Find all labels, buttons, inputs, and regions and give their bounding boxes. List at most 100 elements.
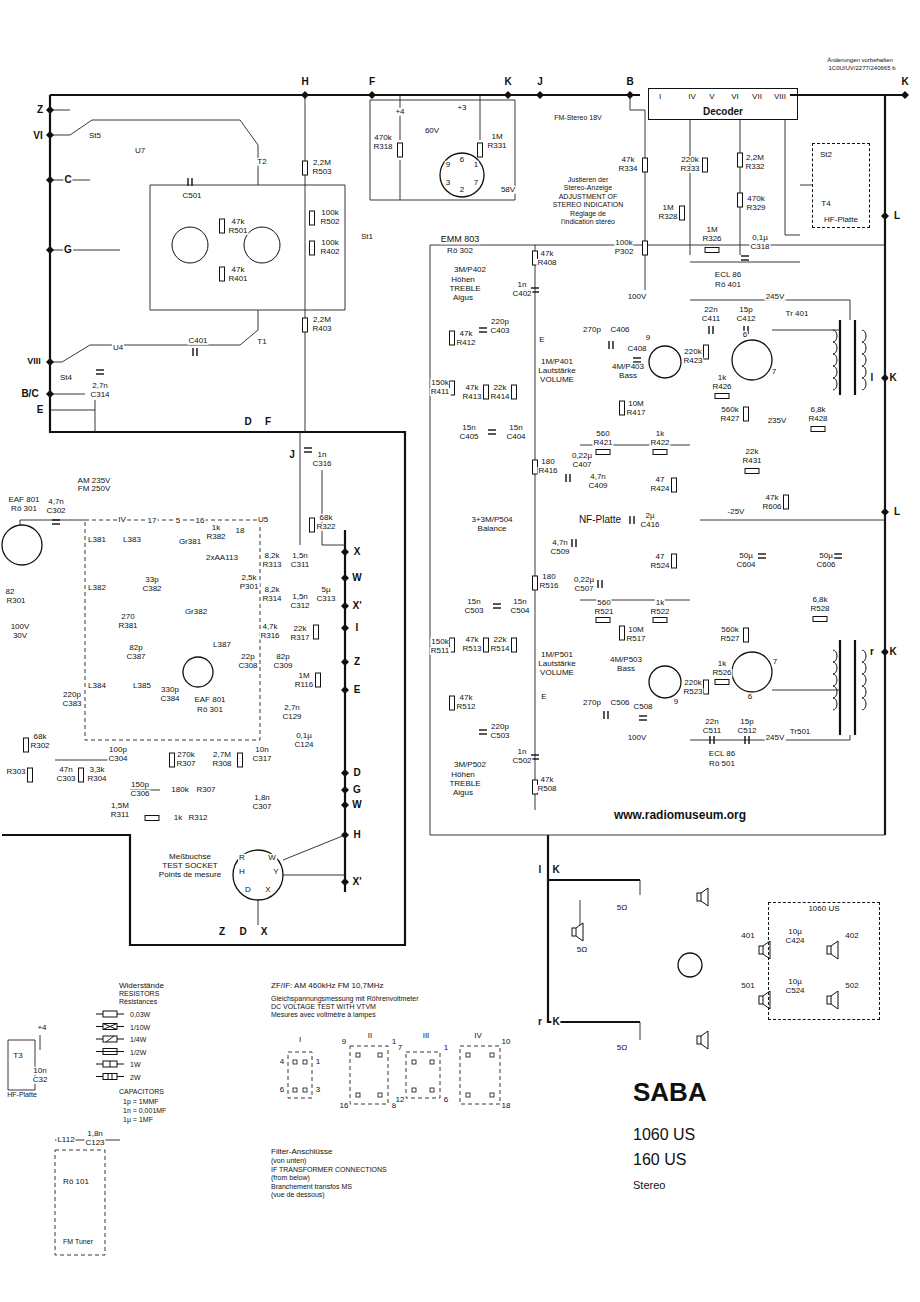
component-label: TREBLE [448, 780, 481, 788]
component-label: 560 [596, 599, 611, 607]
component-label: Points de mesure [158, 871, 222, 879]
component-label: C501 [181, 192, 202, 200]
component-label: 4,7n [551, 539, 569, 547]
component-label: 4,7n [47, 498, 65, 506]
component-label: 3M/P402 [453, 266, 487, 274]
terminal-diamond [341, 769, 349, 777]
component-label: C411 [701, 315, 722, 323]
component-label: C318 [749, 243, 770, 251]
resistor-symbol [744, 407, 749, 421]
component-label: Gleichspannungsmessung mit Röhrenvoltmet… [270, 995, 419, 1002]
component-label: C316 [311, 460, 332, 468]
component-label: R322 [315, 523, 336, 531]
terminal-diamond [504, 91, 512, 99]
wire [800, 185, 812, 186]
component-label: www.radiomuseum.org [613, 809, 747, 822]
component-label: 245V [765, 293, 786, 301]
speaker-cone [831, 991, 838, 1009]
resistor-symbol [672, 554, 677, 568]
capacitor-plate [571, 539, 572, 547]
capacitor-symbol [741, 256, 749, 260]
capacitor-plate [834, 553, 842, 554]
component-label: R326 [701, 235, 722, 243]
component-label: 47k [459, 330, 474, 338]
legend-text: 1/4W [130, 1036, 146, 1043]
speaker-magnet [697, 1036, 701, 1044]
resistor-symbol [220, 219, 225, 233]
component-label: 220p [490, 318, 510, 326]
board-outline: 1060 US [768, 902, 880, 1020]
component-label: C509 [549, 548, 570, 556]
wire [535, 245, 536, 810]
component-label: C306 [129, 790, 150, 798]
component-label: R317 [289, 634, 310, 642]
resistor-symbol [303, 318, 308, 332]
component-label: 1µ = 1MF [122, 1116, 154, 1123]
component-label: 22k [493, 384, 508, 392]
component-label: ECL 86 [708, 750, 736, 758]
component-label: 47k [540, 250, 555, 258]
component-label: 1C0U/UV/2277/240665 b [827, 65, 896, 71]
component-label: Höhen [450, 276, 476, 284]
component-label: 58V [500, 186, 516, 194]
component-label: VIII [26, 357, 42, 366]
component-label: R332 [744, 163, 765, 171]
component-label: 15n [508, 424, 523, 432]
component-label: Bass [616, 665, 636, 673]
capacitor-plate [187, 178, 188, 186]
resistor-symbol [596, 450, 610, 455]
component-label: VII [751, 93, 763, 101]
component-label: C406 [609, 326, 630, 334]
wire [150, 185, 345, 310]
resistor-symbol [704, 680, 709, 694]
component-label: 18 [235, 527, 246, 535]
component-label: R527 [719, 635, 740, 643]
terminals [46, 91, 909, 886]
component-label: R428 [807, 415, 828, 423]
component-label: 1k [717, 374, 727, 382]
component-label: C312 [289, 602, 310, 610]
wattage-mark [108, 1074, 112, 1080]
component-label: R501 [227, 227, 248, 235]
capacitor-symbol [639, 716, 647, 720]
capacitor-plate [488, 433, 496, 434]
component-label: C404 [505, 433, 526, 441]
component-label: 10µ [787, 978, 803, 986]
pin-marker [356, 1053, 360, 1057]
speaker-magnet [759, 946, 763, 954]
component-label: St5 [88, 132, 102, 140]
component-label: X [260, 927, 269, 938]
bus-wire [2, 95, 405, 945]
tube-envelope [732, 652, 772, 692]
bus-wire [790, 94, 905, 96]
component-label: 4M/P503 [609, 656, 643, 664]
component-label: R503 [311, 168, 332, 176]
component-label: 1 [473, 161, 479, 169]
component-label: T1 [256, 338, 267, 346]
resistor-symbol [310, 241, 315, 255]
screen-outline [288, 1052, 312, 1098]
wire [55, 760, 110, 761]
component-label: R408 [536, 259, 557, 267]
component-label: 82 [5, 588, 16, 596]
component-label: VIII [773, 93, 787, 101]
component-label: 7 [771, 368, 777, 376]
wire [322, 470, 345, 545]
component-label: Rö 302 [446, 247, 474, 255]
component-label: 16 [339, 1102, 350, 1110]
component-label: X [264, 886, 271, 894]
component-label: 1 [443, 1044, 449, 1052]
component-label: C408 [626, 345, 647, 353]
resistor-symbol [310, 518, 315, 532]
component-label: 1,5M [110, 802, 130, 810]
component-label: D [243, 417, 252, 428]
capacitor-plate [612, 341, 613, 349]
component-label: C387 [125, 653, 146, 661]
speaker-magnet [572, 928, 576, 936]
component-label: FM Tuner [62, 1238, 94, 1245]
component-label: R307 [195, 786, 216, 794]
component-label: L382 [87, 584, 107, 592]
capacitor-symbol [493, 604, 501, 608]
component-label: Lautstärke [537, 367, 576, 375]
pin-marker [356, 1093, 360, 1097]
